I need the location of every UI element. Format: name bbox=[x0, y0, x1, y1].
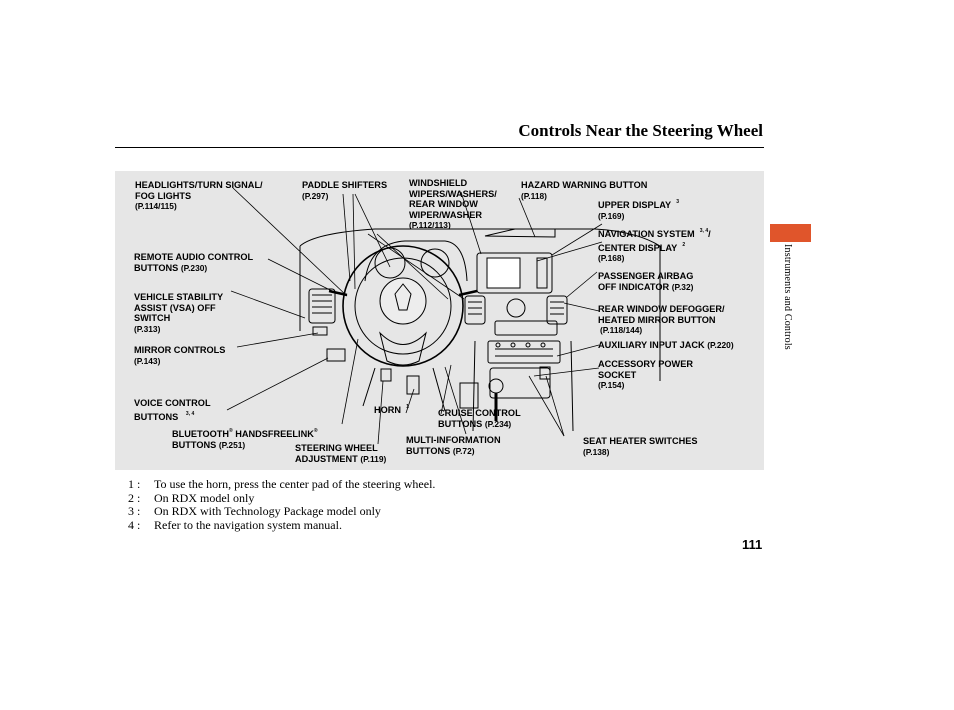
callout-steering-adjustment: STEERING WHEEL ADJUSTMENT (P.119) bbox=[295, 443, 387, 464]
footnote: 1 :To use the horn, press the center pad… bbox=[128, 477, 436, 491]
page-number: 111 bbox=[742, 537, 763, 552]
callout-multi-information: MULTI-INFORMATION BUTTONS (P.72) bbox=[406, 435, 501, 456]
callout-horn: HORN 1 bbox=[374, 404, 409, 415]
section-tab-marker bbox=[770, 224, 811, 242]
footnote: 4 :Refer to the navigation system manual… bbox=[128, 517, 342, 532]
callout-aux-jack: AUXILIARY INPUT JACK (P.220) bbox=[598, 340, 734, 350]
callout-remote-audio: REMOTE AUDIO CONTROL BUTTONS (P.230) bbox=[134, 252, 254, 273]
callout-navigation: NAVIGATION SYSTEM 3, 4/ CENTER DISPLAY 2… bbox=[598, 228, 711, 263]
callout-cruise-control: CRUISE CONTROL BUTTONS (P.234) bbox=[438, 408, 521, 429]
callout-seat-heater: SEAT HEATER SWITCHES (P.138) bbox=[583, 436, 698, 457]
callout-airbag-indicator: PASSENGER AIRBAG OFF INDICATOR (P.32) bbox=[598, 271, 694, 292]
footnote: 2 :On RDX model only bbox=[128, 490, 255, 505]
callout-power-socket: ACCESSORY POWER SOCKET (P.154) bbox=[598, 359, 693, 390]
page-title: Controls Near the Steering Wheel bbox=[518, 121, 763, 140]
section-tab-label: Instruments and Controls bbox=[782, 244, 793, 350]
title-divider bbox=[115, 147, 764, 148]
callout-wipers: WINDSHIELD WIPERS/WASHERS/ REAR WINDOW W… bbox=[409, 178, 497, 230]
callout-voice-control: VOICE CONTROL BUTTONS 3, 4 bbox=[134, 398, 211, 422]
dashboard-illustration-panel: HEADLIGHTS/TURN SIGNAL/ FOG LIGHTS (P.11… bbox=[115, 171, 764, 470]
callout-mirror-controls: MIRROR CONTROLS (P.143) bbox=[134, 345, 226, 366]
callout-paddle-shifters: PADDLE SHIFTERS (P.297) bbox=[302, 180, 388, 201]
callout-hazard: HAZARD WARNING BUTTON (P.118) bbox=[521, 180, 648, 201]
callout-vsa: VEHICLE STABILITY ASSIST (VSA) OFF SWITC… bbox=[134, 292, 224, 334]
callout-bluetooth: BLUETOOTH® HANDSFREELINK® BUTTONS (P.251… bbox=[172, 428, 318, 450]
callout-headlights: HEADLIGHTS/TURN SIGNAL/ FOG LIGHTS (P.11… bbox=[135, 180, 263, 211]
callout-upper-display: UPPER DISPLAY 3 (P.169) bbox=[598, 199, 680, 221]
callout-defogger: REAR WINDOW DEFOGGER/ HEATED MIRROR BUTT… bbox=[598, 304, 725, 335]
footnotes: 1 :To use the horn, press the center pad… bbox=[128, 477, 436, 532]
dashboard-illustration bbox=[226, 187, 661, 445]
footnote: 3 :On RDX with Technology Package model … bbox=[128, 504, 381, 519]
